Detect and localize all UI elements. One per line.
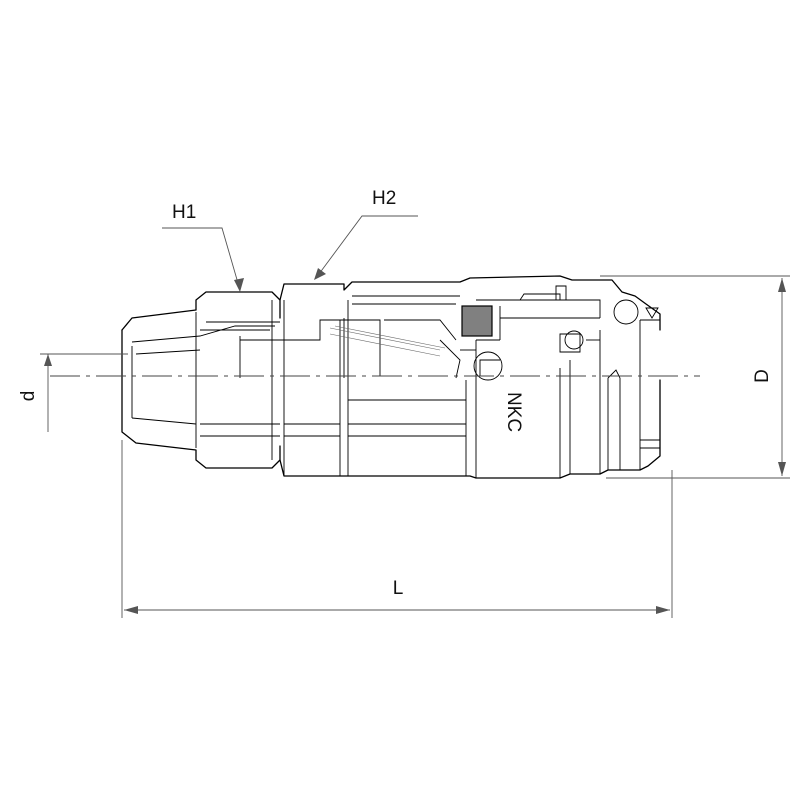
d-dimension bbox=[40, 353, 128, 432]
nkc-marking: NKC bbox=[503, 392, 524, 432]
seal-ring bbox=[461, 305, 493, 337]
L-dimension bbox=[121, 440, 673, 618]
o-ring bbox=[473, 351, 503, 381]
L-label: L bbox=[393, 578, 404, 599]
d-label: d bbox=[18, 391, 39, 402]
hose-nut bbox=[121, 291, 281, 469]
D-dimension bbox=[600, 275, 790, 479]
socket-body bbox=[240, 275, 661, 479]
h1-leader bbox=[162, 227, 244, 292]
h2-leader bbox=[314, 215, 418, 280]
D-label: D bbox=[752, 369, 773, 383]
h2-label: H2 bbox=[372, 188, 396, 209]
h1-label: H1 bbox=[172, 202, 196, 223]
ball bbox=[564, 330, 584, 350]
